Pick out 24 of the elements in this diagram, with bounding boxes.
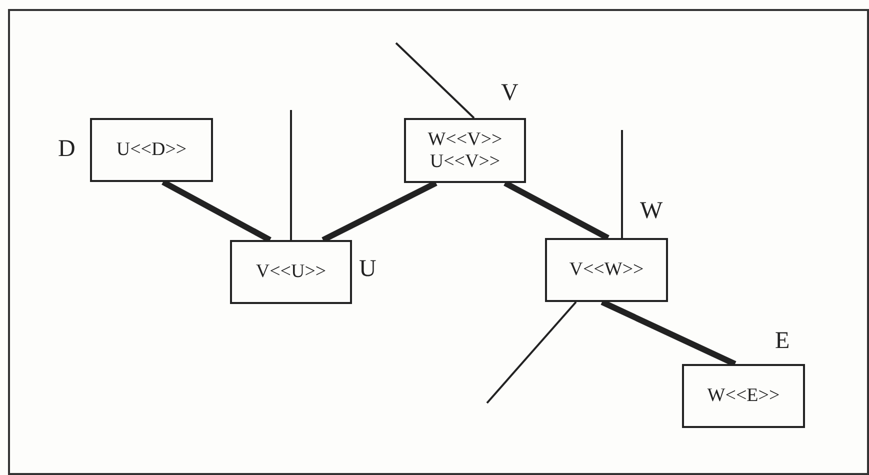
thick-connector bbox=[504, 180, 610, 241]
connector-line bbox=[290, 110, 292, 240]
thick-connector bbox=[162, 179, 272, 243]
box-label: W<<E>> bbox=[707, 385, 780, 407]
node-name-label: W bbox=[640, 198, 663, 224]
process-box bbox=[545, 238, 668, 302]
box-label: U<<D>> bbox=[116, 139, 187, 161]
node-name-label: U bbox=[359, 256, 376, 282]
process-box bbox=[90, 118, 213, 182]
thick-connector bbox=[322, 180, 438, 243]
process-box bbox=[404, 118, 526, 183]
node-name-label: D bbox=[58, 136, 76, 162]
connector-line bbox=[395, 42, 475, 119]
box-label: V<<U>> bbox=[256, 261, 326, 283]
box-label: V<<W>> bbox=[569, 259, 644, 281]
node-name-label: V bbox=[501, 80, 518, 106]
node-name-label: E bbox=[775, 328, 790, 354]
box-label: U<<V>> bbox=[430, 150, 500, 172]
process-box bbox=[682, 364, 805, 428]
thick-connector bbox=[600, 299, 736, 367]
box-label: W<<V>> bbox=[428, 128, 502, 150]
connector-line bbox=[486, 301, 577, 404]
connector-line bbox=[621, 130, 623, 238]
process-box bbox=[230, 240, 352, 304]
